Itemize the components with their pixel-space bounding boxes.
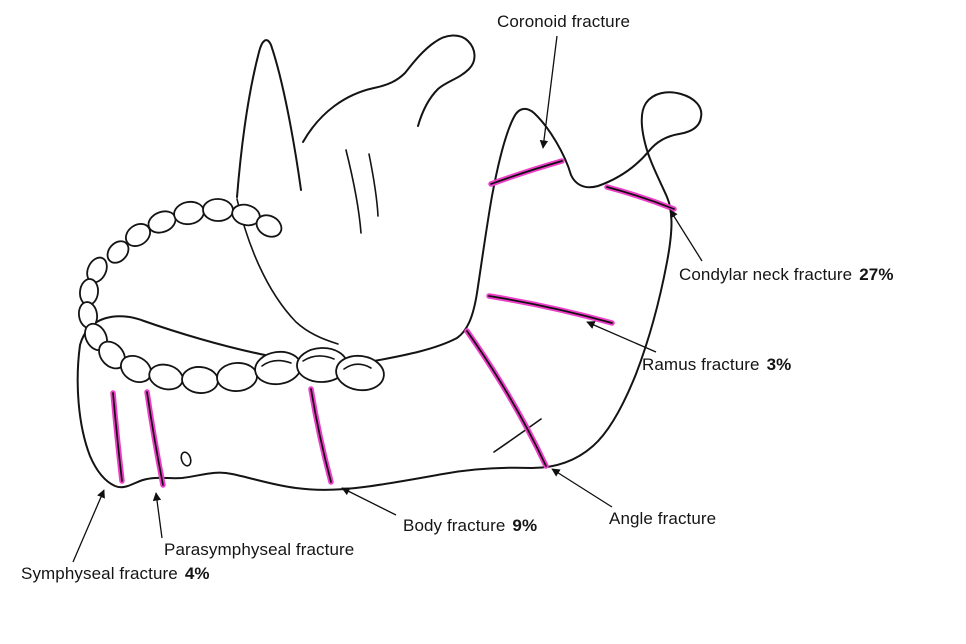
mandible-outline [76, 34, 703, 491]
label-text: Symphyseal fracture [21, 564, 178, 583]
label-percentage: 9% [512, 516, 538, 535]
label-ramus-fracture: Ramus fracture 3% [642, 355, 791, 375]
fracture-line-angle [464, 328, 549, 469]
mental-foramen [180, 451, 192, 467]
fracture-line-parasymphyseal [144, 389, 166, 488]
label-condylar-neck-fracture: Condylar neck fracture 27% [679, 265, 894, 285]
symphyseal-leader-arrow [72, 489, 105, 563]
label-angle-fracture: Angle fracture [609, 509, 723, 529]
oblique-ridge-line [493, 418, 542, 453]
far-condyle [302, 34, 476, 143]
coronoid-leader-arrow [539, 35, 558, 149]
label-percentage: 3% [766, 355, 792, 374]
label-body-fracture: Body fracture 9% [403, 516, 537, 536]
ramus-shading-line [368, 153, 379, 217]
tooth [255, 214, 283, 238]
label-percentage: 4% [184, 564, 210, 583]
label-text: Body fracture [403, 516, 506, 535]
label-coronoid-fracture: Coronoid fracture [497, 12, 637, 32]
tooth [202, 198, 234, 222]
ramus-shading-line [345, 149, 362, 234]
fracture-line-body [308, 386, 334, 485]
condylar-neck-leader-arrow [669, 209, 703, 262]
far-coronoid-process [236, 39, 302, 198]
fracture-line-ramus [486, 293, 615, 326]
teeth [78, 198, 385, 394]
fracture-line-coronoid [488, 158, 565, 187]
fracture-line-symphyseal [110, 390, 125, 484]
label-text: Angle fracture [609, 509, 717, 528]
tooth [173, 200, 205, 226]
body-leader-arrow [341, 487, 397, 516]
label-text: Parasymphyseal fracture [164, 540, 355, 559]
label-text: Condylar neck fracture [679, 265, 853, 284]
molar-cusp-line [261, 359, 292, 367]
fracture-line-condylar-neck [604, 184, 677, 212]
leader-arrows [72, 35, 703, 563]
parasymphyseal-leader-arrow [152, 492, 163, 539]
tooth [335, 354, 385, 392]
molar-cusp-line [343, 363, 372, 370]
molar-cusp-line [302, 355, 335, 362]
label-symphyseal-fracture: Symphyseal fracture 4% [21, 564, 210, 584]
label-percentage: 27% [859, 265, 894, 284]
label-text: Coronoid fracture [497, 12, 631, 31]
ramus-leader-arrow [586, 321, 657, 353]
label-parasymphyseal-fracture: Parasymphyseal fracture [164, 540, 361, 560]
angle-leader-arrow [551, 468, 613, 508]
retromolar-ridge-line [236, 198, 339, 345]
fracture-lines [110, 158, 677, 488]
label-text: Ramus fracture [642, 355, 760, 374]
mandible-body-outline [76, 91, 703, 491]
tooth [106, 240, 130, 264]
